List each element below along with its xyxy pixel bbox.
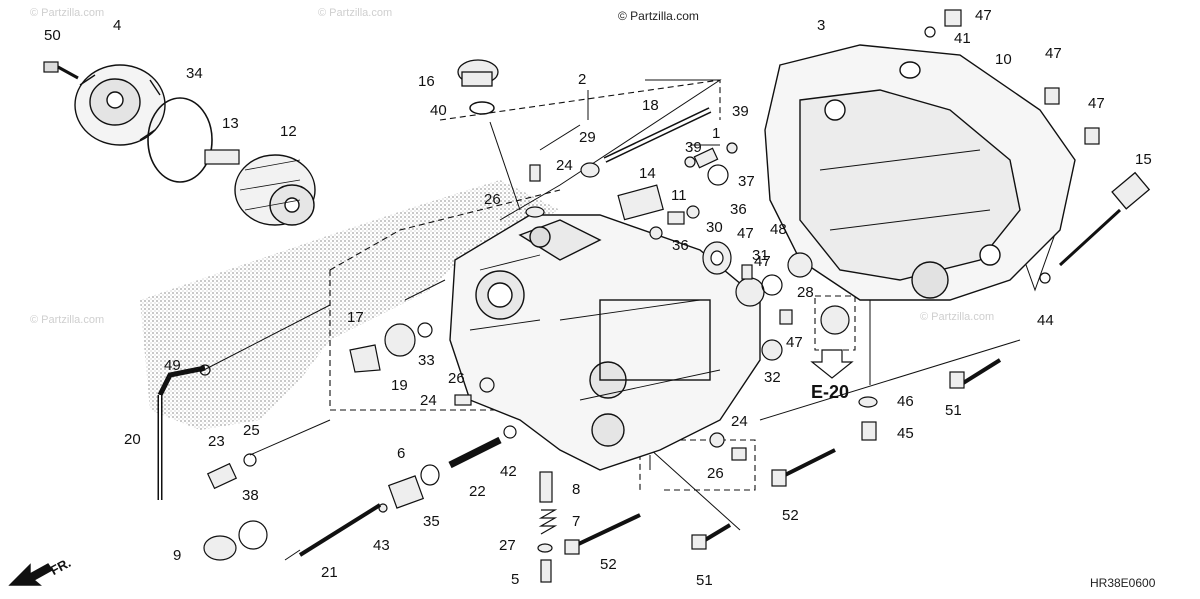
callout-32[interactable]: 32 <box>764 369 781 386</box>
filler-cap-16 <box>457 59 499 87</box>
watermark-faint-1: © Partzilla.com <box>30 7 105 19</box>
callout-38[interactable]: 38 <box>242 487 259 504</box>
left-crankcase-2 <box>449 214 761 471</box>
callout-13[interactable]: 13 <box>222 115 239 132</box>
callout-7[interactable]: 7 <box>572 513 581 530</box>
callout-36-a[interactable]: 36 <box>730 201 747 218</box>
callout-26-b[interactable]: 26 <box>448 370 465 387</box>
callout-16[interactable]: 16 <box>418 73 435 90</box>
callout-41[interactable]: 41 <box>954 30 971 47</box>
callout-20[interactable]: 20 <box>124 431 141 448</box>
callout-50[interactable]: 50 <box>44 27 61 44</box>
callout-27[interactable]: 27 <box>499 537 516 554</box>
callout-47-e[interactable]: 47 <box>786 334 803 351</box>
callout-33[interactable]: 33 <box>418 352 435 369</box>
callout-1[interactable]: 1 <box>712 125 721 142</box>
callout-24-b[interactable]: 24 <box>420 392 437 409</box>
callout-47-f[interactable]: 47 <box>754 253 771 270</box>
callout-25[interactable]: 25 <box>243 422 260 439</box>
right-crankcase-cover-3 <box>764 44 1076 301</box>
callout-39-b[interactable]: 39 <box>685 139 702 156</box>
callout-39-a[interactable]: 39 <box>732 103 749 120</box>
callout-47-a[interactable]: 47 <box>975 7 992 24</box>
bolt-50 <box>43 61 79 80</box>
callout-31[interactable]: 31 <box>752 247 769 264</box>
reference-label: E-20 <box>811 382 850 402</box>
callout-49[interactable]: 49 <box>164 357 181 374</box>
callout-34[interactable]: 34 <box>186 65 203 82</box>
callout-10[interactable]: 10 <box>995 51 1012 68</box>
callout-45[interactable]: 45 <box>897 425 914 442</box>
callout-51-b[interactable]: 51 <box>696 572 713 589</box>
callout-35[interactable]: 35 <box>423 513 440 530</box>
callout-12[interactable]: 12 <box>280 123 297 140</box>
callout-26-c[interactable]: 26 <box>707 465 724 482</box>
watermark-faint-2: © Partzilla.com <box>318 7 393 19</box>
callout-47-b[interactable]: 47 <box>1045 45 1062 62</box>
callout-17[interactable]: 17 <box>347 309 364 326</box>
callout-52-a[interactable]: 52 <box>600 556 617 573</box>
callout-36-b[interactable]: 36 <box>672 237 689 254</box>
callout-24-c[interactable]: 24 <box>731 413 748 430</box>
callout-47-c[interactable]: 47 <box>1088 95 1105 112</box>
stipple-shading <box>140 180 560 430</box>
callout-22[interactable]: 22 <box>469 483 486 500</box>
callout-44[interactable]: 44 <box>1037 312 1054 329</box>
watermark-faint-3: © Partzilla.com <box>30 314 105 326</box>
callout-47-d[interactable]: 47 <box>737 225 754 242</box>
callout-40[interactable]: 40 <box>430 102 447 119</box>
oil-filter-cover <box>74 64 166 146</box>
callout-4[interactable]: 4 <box>113 17 122 34</box>
callout-21[interactable]: 21 <box>321 564 338 581</box>
callout-6[interactable]: 6 <box>397 445 406 462</box>
callout-18[interactable]: 18 <box>642 97 659 114</box>
callout-51-a[interactable]: 51 <box>945 402 962 419</box>
callout-8[interactable]: 8 <box>572 481 581 498</box>
callout-26-a[interactable]: 26 <box>484 191 501 208</box>
callout-29[interactable]: 29 <box>579 129 596 146</box>
o-ring-34 <box>147 97 213 183</box>
callout-43[interactable]: 43 <box>373 537 390 554</box>
callout-15[interactable]: 15 <box>1135 151 1152 168</box>
dipstick-15 <box>1058 171 1151 267</box>
callout-2[interactable]: 2 <box>578 71 587 88</box>
diagram-code: HR38E0600 <box>1090 576 1156 590</box>
callout-11[interactable]: 11 <box>671 187 687 204</box>
callout-19[interactable]: 19 <box>391 377 408 394</box>
callout-37[interactable]: 37 <box>738 173 755 190</box>
o-ring-40 <box>469 101 495 115</box>
callout-5[interactable]: 5 <box>511 571 520 588</box>
callout-14[interactable]: 14 <box>639 165 656 182</box>
watermark-copyright: © Partzilla.com <box>618 9 699 23</box>
small-parts <box>157 9 1100 583</box>
callout-46[interactable]: 46 <box>897 393 914 410</box>
callout-48[interactable]: 48 <box>770 221 787 238</box>
callout-24-a[interactable]: 24 <box>556 157 573 174</box>
callout-3[interactable]: 3 <box>817 17 826 34</box>
callout-52-b[interactable]: 52 <box>782 507 799 524</box>
callout-9[interactable]: 9 <box>173 547 182 564</box>
callout-23[interactable]: 23 <box>208 433 225 450</box>
spring-13 <box>204 149 240 165</box>
callout-42[interactable]: 42 <box>500 463 517 480</box>
oil-filter-12 <box>234 154 316 226</box>
callout-30[interactable]: 30 <box>706 219 723 236</box>
callout-28[interactable]: 28 <box>797 284 814 301</box>
reference-arrow <box>810 349 854 379</box>
watermark-faint-4: © Partzilla.com <box>920 311 995 323</box>
front-direction-arrow <box>8 563 54 586</box>
